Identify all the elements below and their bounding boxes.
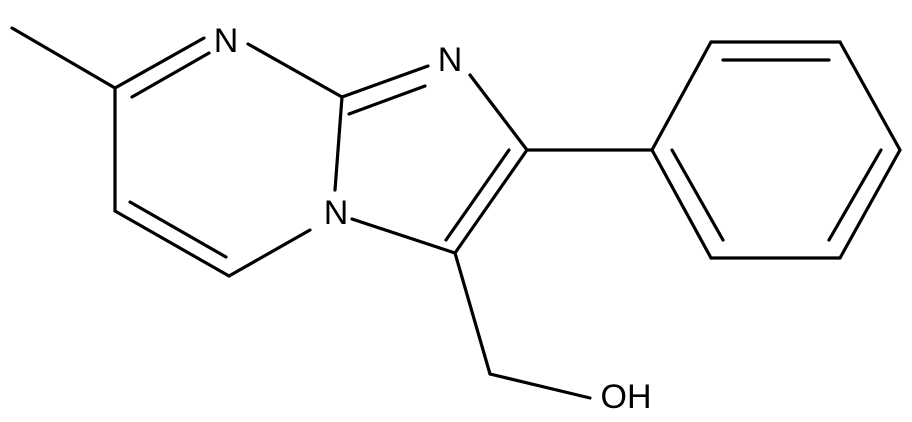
bond-c3-n4 — [350, 217, 457, 255]
bond-ph-4-5-double — [827, 148, 883, 242]
bond-c5-c6 — [113, 209, 231, 278]
atom-n8: N — [214, 22, 239, 60]
atom-oh: OH — [601, 378, 652, 416]
bond-ph-1-2 — [650, 40, 713, 152]
bond-c8a-n1 — [340, 64, 430, 99]
atom-n4: N — [324, 194, 349, 232]
bond-c8a-n1-double — [347, 84, 427, 116]
bond-methyl — [10, 26, 117, 90]
bond-c3-ch2 — [453, 251, 492, 376]
bond-c5-c6-double — [128, 200, 228, 259]
bond-n1-c2 — [468, 73, 529, 152]
bond-c2-c3-double — [444, 148, 511, 242]
bond-ph-3-4 — [838, 40, 902, 152]
bond-n4-c5 — [227, 228, 312, 278]
bond-c7-n8 — [113, 36, 206, 90]
bond-c2-c3 — [453, 148, 529, 255]
bond-ph-4-5 — [838, 148, 902, 260]
bond-c8a-n4 — [333, 95, 344, 192]
bond-c7-n8-double — [130, 51, 211, 99]
bond-ch2-oh — [488, 372, 592, 400]
bond-ph-6-1 — [650, 148, 713, 260]
bond-n8-c8a — [246, 42, 344, 99]
atom-n1: N — [438, 41, 463, 79]
bond-ph-6-1-double — [670, 148, 725, 242]
